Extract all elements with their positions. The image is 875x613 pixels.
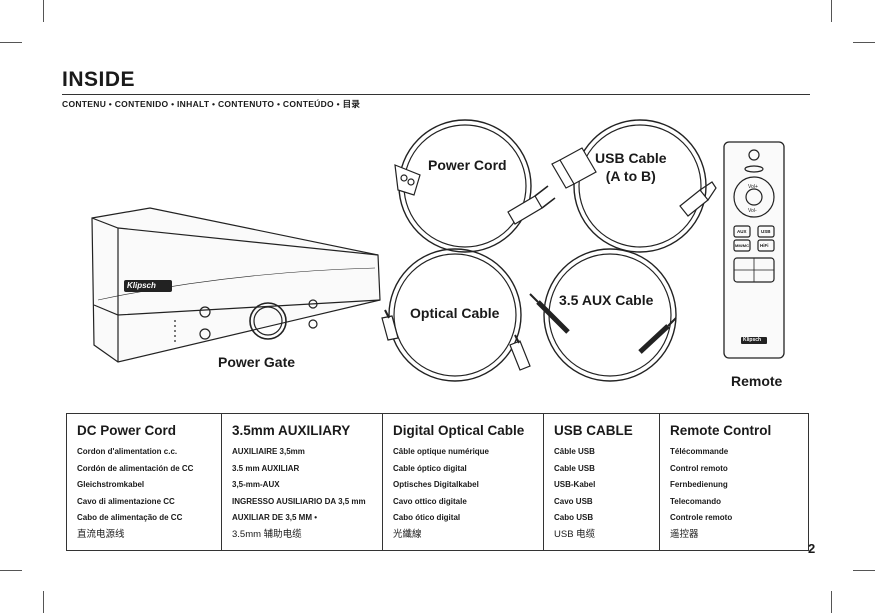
- crop-mark: [43, 591, 44, 613]
- translation-line: Cavo di alimentazione CC: [77, 496, 175, 506]
- crop-mark: [831, 591, 832, 613]
- translation-line: Optisches Digitalkabel: [393, 480, 479, 489]
- translation-table: DC Power Cord Cordon d'alimentation c.c.…: [66, 413, 809, 551]
- page-title: INSIDE: [62, 68, 136, 91]
- usb-cable-illustration: [551, 119, 717, 253]
- translation-line: 直流电源线: [77, 528, 125, 540]
- crop-mark: [853, 42, 875, 43]
- translation-line: Cavo ottico digitale: [393, 496, 467, 506]
- remote-button-mm: MM/MC: [735, 243, 749, 248]
- remote-button-usb: USB: [761, 229, 771, 234]
- optical-cable-label: Optical Cable: [410, 305, 500, 321]
- column-heading: 3.5mm AUXILIARY: [232, 423, 351, 438]
- translation-line: 光纖線: [393, 528, 422, 540]
- column-heading: Remote Control: [670, 423, 772, 438]
- translation-line: Cavo USB: [554, 496, 593, 506]
- power-gate-label: Power Gate: [218, 354, 296, 370]
- usb-cable-label-line2: (A to B): [605, 168, 656, 184]
- translation-line: Cordón de alimentación de CC: [77, 463, 194, 473]
- remote-label: Remote: [731, 373, 783, 389]
- remote-illustration: [723, 141, 785, 359]
- remote-button-aux: AUX: [737, 229, 747, 234]
- power-cord-illustration: [394, 119, 556, 253]
- translation-line: Controle remoto: [670, 513, 733, 522]
- table-column-aux: 3.5mm AUXILIARY AUXILIAIRE 3,5mm 3.5 mm …: [222, 414, 383, 550]
- language-list: CONTENU • CONTENIDO • INHALT • CONTENUTO…: [62, 99, 361, 109]
- translation-line: 3,5-mm-AUX: [232, 480, 280, 489]
- crop-mark: [831, 0, 832, 22]
- crop-mark: [853, 570, 875, 571]
- translation-line: Cabo ótico digital: [393, 513, 461, 522]
- device-logo-text: Klipsch: [127, 281, 156, 290]
- klipsch-logo-icon: [124, 280, 172, 292]
- table-column-optical: Digital Optical Cable Câble optique numé…: [383, 414, 544, 550]
- translation-line: Télécommande: [670, 447, 729, 456]
- usb-cable-label: USB Cable (A to B): [595, 149, 667, 185]
- table-column-usb: USB CABLE Câble USB Cable USB USB-Kabel …: [544, 414, 660, 550]
- translation-line: 3.5mm 辅助电缆: [232, 528, 302, 540]
- title-rule: [62, 94, 810, 95]
- page-number: 2: [808, 541, 816, 556]
- translation-line: Câble USB: [554, 447, 595, 456]
- crop-mark: [0, 42, 22, 43]
- power-gate-illustration: [91, 207, 381, 363]
- remote-button-hifi: HiFi: [760, 243, 769, 248]
- translation-line: AUXILIAIRE 3,5mm: [232, 447, 305, 456]
- remote-button-vol-up: Vol+: [748, 184, 758, 190]
- column-heading: Digital Optical Cable: [393, 423, 525, 438]
- power-cord-label: Power Cord: [428, 157, 507, 173]
- optical-cable-illustration: [381, 248, 531, 382]
- remote-logo-icon: [741, 337, 767, 344]
- table-column-dc-power-cord: DC Power Cord Cordon d'alimentation c.c.…: [67, 414, 222, 550]
- translation-line: INGRESSO AUSILIARIO DA 3,5 mm: [232, 496, 366, 506]
- aux-cable-label: 3.5 AUX Cable: [559, 292, 654, 308]
- aux-cable-illustration: [529, 248, 677, 382]
- crop-mark: [0, 570, 22, 571]
- column-heading: USB CABLE: [554, 423, 633, 438]
- crop-mark: [43, 0, 44, 22]
- translation-line: Gleichstromkabel: [77, 480, 145, 489]
- translation-line: USB-Kabel: [554, 480, 596, 489]
- translation-line: Cabo USB: [554, 513, 594, 522]
- column-heading: DC Power Cord: [77, 423, 177, 438]
- translation-line: 遥控器: [670, 528, 699, 540]
- translation-line: Cable óptico digital: [393, 463, 467, 473]
- translation-line: Câble optique numérique: [393, 447, 490, 456]
- translation-line: Cabo de alimentação de CC: [77, 513, 183, 522]
- translation-line: AUXILIAR DE 3,5 MM •: [232, 513, 318, 522]
- translation-line: Cable USB: [554, 463, 595, 473]
- translation-line: USB 电缆: [554, 528, 596, 540]
- remote-button-vol-down: Vol-: [748, 208, 757, 214]
- translation-line: 3.5 mm AUXILIAR: [232, 463, 300, 473]
- usb-cable-label-line1: USB Cable: [595, 150, 667, 166]
- translation-line: Telecomando: [670, 496, 721, 506]
- remote-logo-text: Klipsch: [743, 337, 762, 343]
- table-column-remote: Remote Control Télécommande Control remo…: [660, 414, 808, 550]
- translation-line: Fernbedienung: [670, 480, 728, 489]
- translation-line: Cordon d'alimentation c.c.: [77, 447, 178, 456]
- translation-line: Control remoto: [670, 463, 728, 473]
